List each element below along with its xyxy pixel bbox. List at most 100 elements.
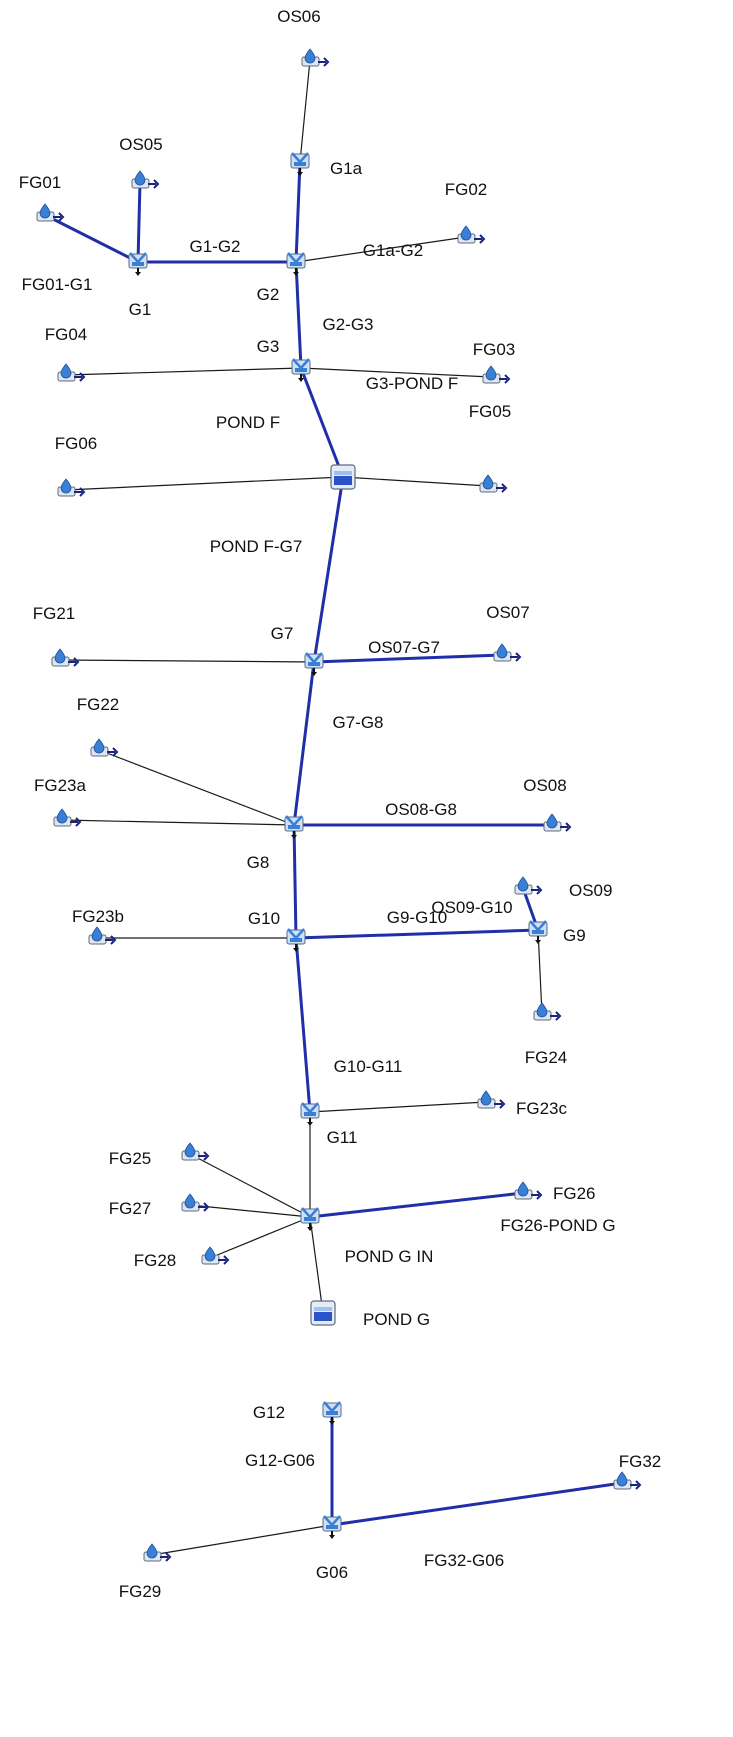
link-os05-to-g1[interactable] [136,181,142,263]
node-label-fg23a: FG23a [34,776,87,795]
link-label-os08-g8: OS08-G8 [385,800,457,819]
link-fg01-to-g1[interactable] [44,213,139,264]
node-fg21-subbasin-icon[interactable] [51,648,80,667]
node-g10-junction-icon[interactable] [286,928,306,952]
link-fg03-to-g3[interactable] [300,367,492,378]
node-g1a-junction-icon[interactable] [290,152,310,176]
node-g3-junction-icon[interactable] [291,358,311,382]
node-label-fg21: FG21 [33,604,76,623]
node-label-fg01: FG01 [19,173,62,192]
link-label-fg26-pond-g: FG26-POND G [500,1216,615,1235]
node-pond-g-in-junction-icon[interactable] [300,1207,320,1231]
link-g10-to-g11[interactable] [294,937,312,1113]
link-g2-to-g3[interactable] [294,261,303,369]
link-fg32-to-g06[interactable] [331,1481,623,1527]
link-fg29-to-g06[interactable] [151,1524,333,1556]
node-pond-g-pond-icon[interactable] [310,1300,336,1326]
node-fg32-subbasin-icon[interactable] [613,1471,642,1490]
link-fg21-to-g7[interactable] [59,659,315,663]
node-g7-junction-icon[interactable] [304,652,324,676]
link-pond-f-to-g7[interactable] [312,476,345,663]
link-os06-to-g1a[interactable] [299,59,311,163]
link-label-os07-g7: OS07-G7 [368,638,440,657]
node-label-g10: G10 [248,909,280,928]
node-os06-subbasin-icon[interactable] [301,48,330,67]
link-label-pond-f-g7: POND F-G7 [210,537,303,556]
node-label-fg23b: FG23b [72,907,124,926]
link-fg27-to-pond-g-in[interactable] [189,1204,311,1218]
link-fg25-to-pond-g-in[interactable] [189,1153,311,1218]
link-g9-to-g10[interactable] [295,928,539,940]
node-label-fg27: FG27 [109,1199,152,1218]
node-label-fg06: FG06 [55,434,98,453]
node-label-fg05: FG05 [469,402,512,421]
link-fg24-to-g9[interactable] [537,929,543,1015]
link-pond-g-in-to-pond-g[interactable] [309,1216,324,1314]
node-label-os05: OS05 [119,135,162,154]
node-fg01-subbasin-icon[interactable] [36,203,65,222]
link-label-g1a-g2: G1a-G2 [363,241,423,260]
node-label-os07: OS07 [486,603,529,622]
node-fg06-subbasin-icon[interactable] [57,478,86,497]
node-fg28-subbasin-icon[interactable] [201,1246,230,1265]
node-fg25-subbasin-icon[interactable] [181,1142,210,1161]
link-g3-to-pond-f[interactable] [299,367,345,478]
node-label-fg23c: FG23c [516,1099,568,1118]
node-fg26-subbasin-icon[interactable] [514,1181,543,1200]
node-os09-subbasin-icon[interactable] [514,876,543,895]
node-label-pond-f: POND F [216,413,280,432]
node-label-fg04: FG04 [45,325,88,344]
link-fg23a-to-g8[interactable] [61,819,295,826]
node-label-pond-g-in: POND G IN [345,1247,434,1266]
node-g2-junction-icon[interactable] [286,252,306,276]
link-fg06-to-pond-f[interactable] [65,476,344,491]
link-g8-to-g10[interactable] [292,824,298,939]
node-os07-subbasin-icon[interactable] [493,643,522,662]
node-fg03-subbasin-icon[interactable] [482,365,511,384]
node-g11-junction-icon[interactable] [300,1102,320,1126]
node-fg27-subbasin-icon[interactable] [181,1193,210,1212]
node-fg04-subbasin-icon[interactable] [57,363,86,382]
node-os05-subbasin-icon[interactable] [131,170,160,189]
node-pond-f-pond-icon[interactable] [330,464,356,490]
link-fg05-to-pond-f[interactable] [342,476,489,487]
link-label-g7-g8: G7-G8 [332,713,383,732]
node-g12-junction-icon[interactable] [322,1401,342,1425]
link-fg28-to-pond-g-in[interactable] [209,1216,311,1259]
node-fg22-subbasin-icon[interactable] [90,738,119,757]
node-g06-junction-icon[interactable] [322,1515,342,1539]
node-fg24-subbasin-icon[interactable] [533,1002,562,1021]
node-label-g7: G7 [271,624,294,643]
link-os07-to-g7[interactable] [313,653,503,664]
node-label-g12: G12 [253,1403,285,1422]
node-label-g1a: G1a [330,159,363,178]
node-g9-junction-icon[interactable] [528,920,548,944]
links-layer [44,59,623,1556]
node-label-g2: G2 [257,285,280,304]
link-fg04-to-g3[interactable] [65,367,302,376]
link-g7-to-g8[interactable] [292,661,316,826]
link-label-g1-g2: G1-G2 [189,237,240,256]
link-fg26-to-pond-g-in[interactable] [309,1191,524,1219]
node-fg02-subbasin-icon[interactable] [457,225,486,244]
node-label-pond-g: POND G [363,1310,430,1329]
node-g1-junction-icon[interactable] [128,252,148,276]
node-os08-subbasin-icon[interactable] [543,813,572,832]
link-fg22-to-g8[interactable] [98,749,295,826]
link-label-g9-g10: G9-G10 [387,908,447,927]
node-g8-junction-icon[interactable] [284,815,304,839]
node-fg05-subbasin-icon[interactable] [479,474,508,493]
node-fg23b-subbasin-icon[interactable] [88,926,117,945]
link-fg02-to-g2[interactable] [295,236,467,263]
node-fg29-subbasin-icon[interactable] [143,1543,172,1562]
link-g1a-to-g2[interactable] [294,161,302,263]
node-label-g1: G1 [129,300,152,319]
link-fg23c-to-g11[interactable] [309,1101,487,1113]
node-fg23a-subbasin-icon[interactable] [53,808,82,827]
node-fg23c-subbasin-icon[interactable] [477,1090,506,1109]
node-label-g11: G11 [327,1128,358,1147]
node-label-fg02: FG02 [445,180,488,199]
